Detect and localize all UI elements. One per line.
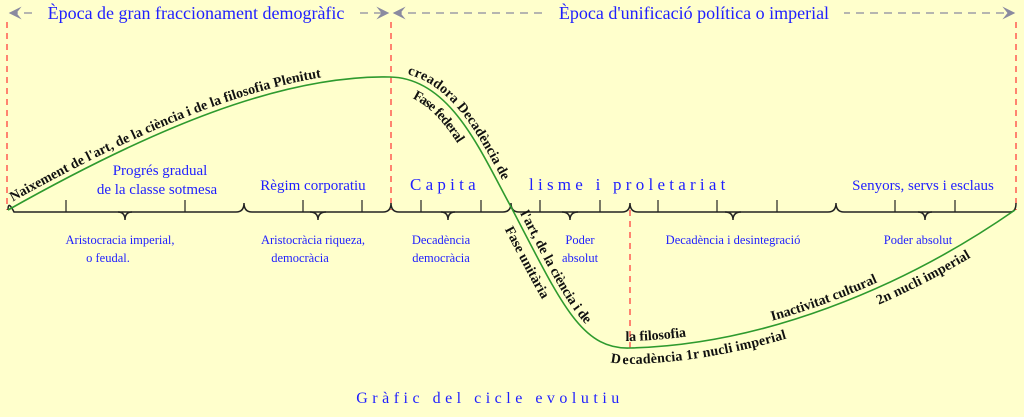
diagram-caption: Gràfic del cicle evolutiu	[356, 390, 624, 407]
label-aristo-2: o feudal.	[86, 251, 130, 265]
label-regim: Règim corporatiu	[260, 178, 366, 194]
label-progres-1: Progrés gradual	[113, 163, 208, 179]
label-poder-2: absolut	[562, 251, 599, 265]
label-riquesa-1: Aristocràcia riqueza,	[261, 233, 365, 247]
label-dec-2: democràcia	[412, 251, 470, 265]
label-poder-1: Poder	[565, 233, 595, 247]
label-riquesa-2: democràcia	[271, 251, 329, 265]
curve-label-filosofia: la filosofia	[625, 326, 686, 345]
label-senyors: Senyors, servs i esclaus	[852, 178, 994, 194]
epoch-right-label: Època d'unificació política o imperial	[559, 2, 829, 23]
label-desint: Decadència i desintegració	[666, 233, 801, 247]
curve-label-nucli2: 2n nucli imperial	[874, 248, 973, 309]
label-capita: C a p i t a	[410, 175, 476, 194]
label-progres-2: de la classe sotmesa	[97, 182, 218, 198]
epoch-left-label: Època de gran fraccionament demogràfic	[48, 2, 345, 23]
period-dividers	[6, 22, 1017, 350]
label-lisme: l i s m e i p r o l e t a r i a t	[529, 175, 726, 194]
curve-label-inactivitat: Inactivitat cultural	[769, 272, 879, 325]
label-dec-1: Decadència	[412, 233, 471, 247]
time-axis	[7, 200, 1017, 221]
label-aristo-1: Aristocracia imperial,	[66, 233, 175, 247]
label-poder-abs: Poder absolut	[884, 233, 953, 247]
curve-label-creadora: creadora Decadència de	[406, 64, 512, 183]
